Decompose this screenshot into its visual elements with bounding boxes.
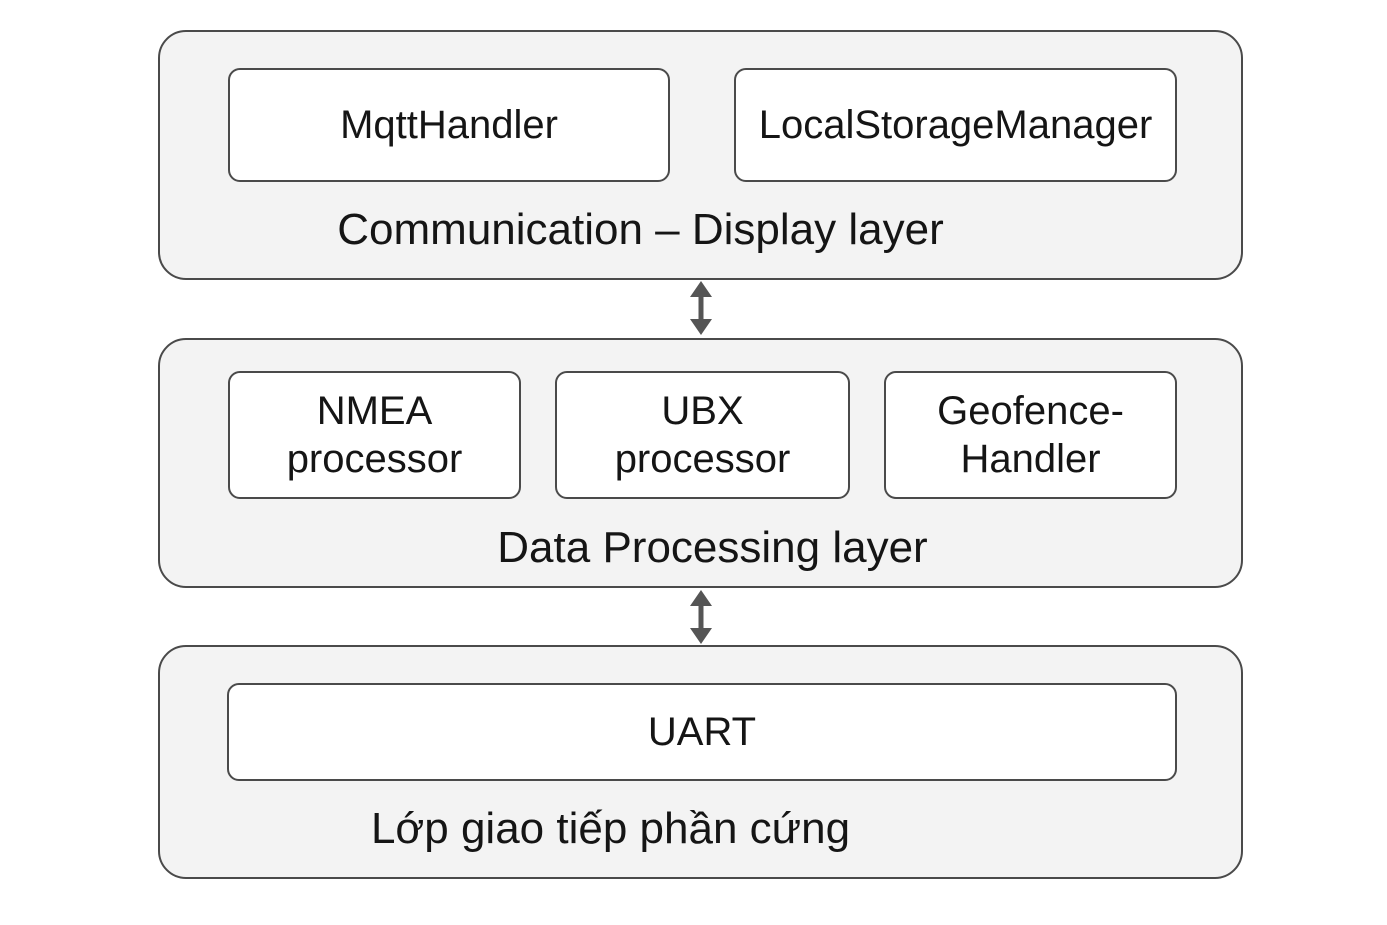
communication-display-layer: MqttHandler LocalStorageManager Communic… [158,30,1243,280]
data-processing-layer: NMEA processor UBX processor Geofence- H… [158,338,1243,588]
uart-box: UART [227,683,1177,781]
data-processing-layer-title: Data Processing layer [497,523,928,572]
hardware-interface-layer: UART Lớp giao tiếp phần cứng [158,645,1243,879]
local-storage-manager-box: LocalStorageManager [734,68,1177,182]
geofence-handler-box: Geofence- Handler [884,371,1177,499]
communication-display-layer-title: Communication – Display layer [337,205,944,254]
bidirectional-arrow-icon [690,281,712,335]
hardware-interface-layer-title: Lớp giao tiếp phần cứng [370,804,851,853]
bidirectional-arrow-icon [690,590,712,644]
nmea-processor-box: NMEA processor [228,371,521,499]
ubx-processor-box: UBX processor [555,371,850,499]
mqtt-handler-box: MqttHandler [228,68,670,182]
